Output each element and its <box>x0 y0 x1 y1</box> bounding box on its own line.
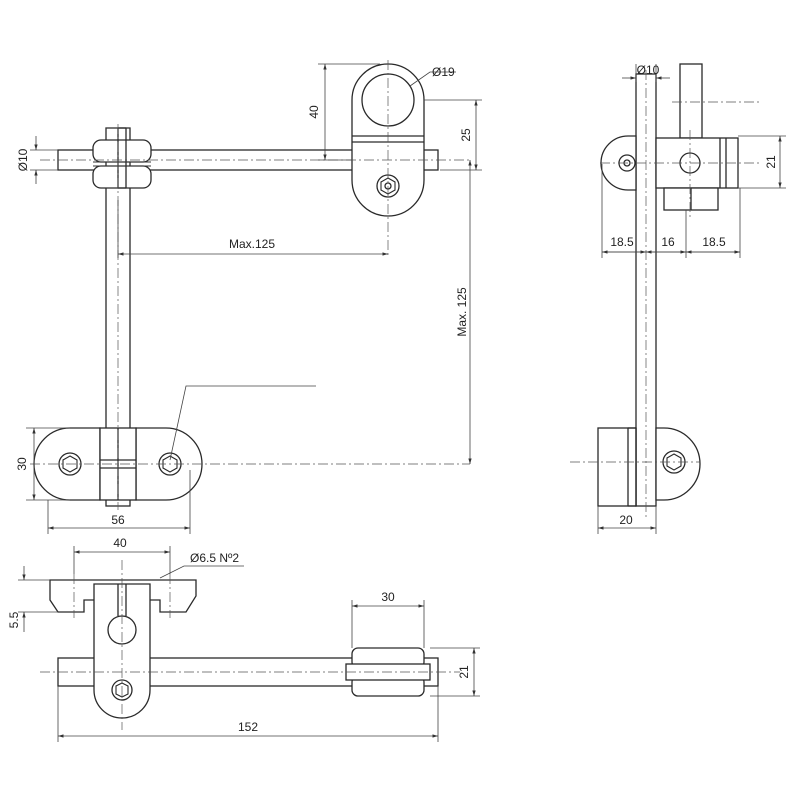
dim-18-5-a: 18.5 <box>610 235 634 249</box>
front-view-dimensions: Ø10 40 Ø19 25 Max.125 Max. 125 30 56 <box>15 63 482 534</box>
dim-30-left: 30 <box>15 457 29 471</box>
dim-max125-horizontal: Max.125 <box>229 237 275 251</box>
dim-40-bottom: 40 <box>113 536 127 550</box>
dim-5-5: 5.5 <box>7 611 21 628</box>
dim-max125-vertical: Max. 125 <box>455 287 469 337</box>
top-view <box>40 560 460 730</box>
dim-56: 56 <box>111 513 125 527</box>
dim-dia19: Ø19 <box>432 65 455 79</box>
top-view-dimensions: 40 Ø6.5 Nº2 5.5 30 21 152 <box>7 536 480 742</box>
side-upper-rod <box>679 63 703 139</box>
front-view <box>30 60 470 510</box>
dim-21-right: 21 <box>764 155 778 169</box>
dim-25: 25 <box>459 128 473 142</box>
dim-30-bottom: 30 <box>381 590 395 604</box>
side-top-clamp <box>600 135 739 211</box>
dim-21-bottom: 21 <box>457 665 471 679</box>
side-view <box>570 63 760 520</box>
dim-dia10-left: Ø10 <box>16 148 30 171</box>
dim-dia6-5: Ø6.5 Nº2 <box>190 551 239 565</box>
side-view-dimensions: Ø10 21 18.5 16 18.5 20 <box>597 63 786 534</box>
dim-16: 16 <box>661 235 675 249</box>
dim-20: 20 <box>619 513 633 527</box>
dim-152: 152 <box>238 720 258 734</box>
dim-18-5-b: 18.5 <box>702 235 726 249</box>
dim-dia10-right: Ø10 <box>637 63 660 77</box>
dim-40-top: 40 <box>307 105 321 119</box>
